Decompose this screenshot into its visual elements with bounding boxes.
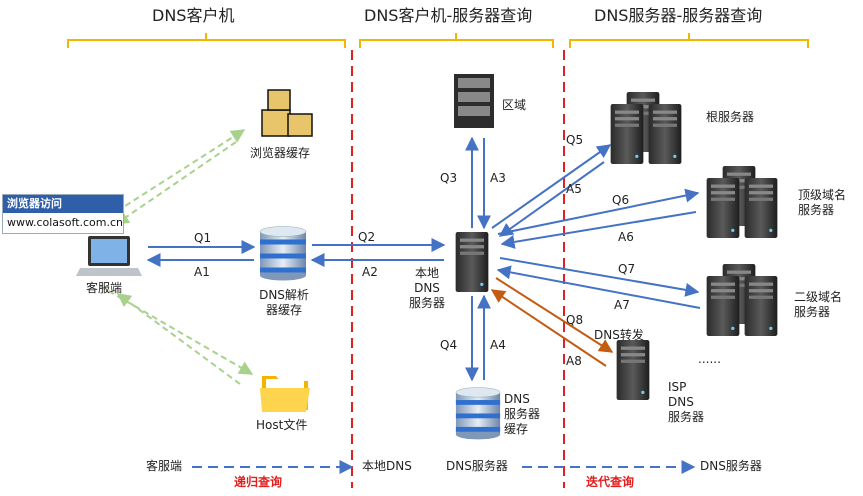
arrow-a7 [496,265,701,309]
header-client-server-query: DNS客户机-服务器查询 [364,6,533,25]
local-dns-label: 本地 DNS 服务器 [404,266,450,311]
dns-forward-label: DNS转发 [594,328,644,342]
arrow-a5 [498,161,605,237]
arrow-q5 [491,144,612,229]
client-label: 客服端 [86,281,123,295]
local-dns-label-line2: DNS [414,281,440,295]
label-q3: Q3 [440,171,458,185]
isp-server-label: ISP DNS 服务器 [668,380,704,425]
resolver-cache-label-line2: 器缓存 [265,303,302,317]
isp-server-icon [616,340,650,400]
brace-right [569,33,809,48]
label-q1: Q1 [194,231,212,245]
arrow-client-host-up [116,293,241,385]
footer-recursive-query: 递归查询 [234,475,283,489]
arrow-a8 [490,289,607,367]
tld-server-label-line2: 服务器 [798,203,835,217]
label-q6: Q6 [612,193,630,207]
brace-middle [359,33,554,48]
resolver-cache-label-line1: DNS解析 [259,288,309,302]
second-level-server-label-line2: 服务器 [794,305,831,319]
label-q4: Q4 [440,338,458,352]
isp-server-label-line3: 服务器 [668,410,705,424]
browser-access-card: 浏览器访问 www.colasoft.com.cn [2,194,124,234]
resolver-cache-database-icon [259,226,307,281]
more-servers-ellipsis: ...... [698,352,721,366]
footer-local-dns: 本地DNS [362,459,412,473]
arrow-a6 [500,211,697,249]
label-a4: A4 [490,338,506,352]
footer-dns-server: DNS服务器 [446,459,508,473]
browser-cache-label: 浏览器缓存 [250,146,311,160]
footer-iterative-query: 迭代查询 [586,475,635,489]
host-file-label: Host文件 [256,418,308,432]
boxes-icon [261,89,313,137]
arrow-client-browsercache-down [114,141,237,225]
zone-label: 区域 [502,98,527,112]
label-q5: Q5 [566,133,584,147]
dns-server-cache-label: DNS 服务器 缓存 [504,392,540,437]
label-q8: Q8 [566,313,584,327]
label-a8: A8 [566,354,582,368]
tld-servers-icon [706,166,778,238]
arrow-q7 [499,257,700,297]
resolver-cache-label: DNS解析 器缓存 [254,288,314,318]
label-a1: A1 [194,265,210,279]
isp-server-label-line1: ISP [668,380,687,394]
footer-dns-server-2: DNS服务器 [700,459,762,473]
zone-server-icon [454,74,494,128]
label-a2: A2 [362,265,378,279]
tld-server-label: 顶级域名 服务器 [798,188,846,218]
brace-left [67,33,346,48]
label-a7: A7 [614,298,630,312]
header-server-server-query: DNS服务器-服务器查询 [594,6,763,25]
root-server-label: 根服务器 [706,110,755,124]
folder-icon [260,376,310,412]
isp-server-label-line2: DNS [668,395,694,409]
local-dns-label-line1: 本地 [414,266,439,280]
header-dns-client: DNS客户机 [152,6,235,25]
dns-server-cache-line2: 服务器 [504,407,541,421]
label-q7: Q7 [618,262,636,276]
root-servers-icon [610,92,682,164]
arrow-q8 [495,277,614,353]
arrow-client-browsercache-up [99,129,246,223]
label-a5: A5 [566,182,582,196]
laptop-icon [76,236,142,276]
local-dns-server-icon [455,232,489,292]
label-a6: A6 [618,230,634,244]
label-q2: Q2 [358,230,376,244]
dns-server-cache-database-icon [455,387,501,440]
label-a3: A3 [490,171,506,185]
browser-url: www.colasoft.com.cn [7,216,124,229]
second-level-server-label-line1: 二级域名 [794,290,843,304]
footer-client: 客服端 [146,459,183,473]
second-level-servers-icon [706,264,778,336]
dns-server-cache-line1: DNS [504,392,530,406]
local-dns-label-line3: 服务器 [408,296,445,310]
arrow-q6 [497,188,700,235]
second-level-server-label: 二级域名 服务器 [794,290,842,320]
dns-server-cache-line3: 缓存 [504,422,529,436]
tld-server-label-line1: 顶级域名 [798,188,847,202]
browser-access-title: 浏览器访问 [3,195,123,213]
arrow-client-host-down [99,285,254,375]
